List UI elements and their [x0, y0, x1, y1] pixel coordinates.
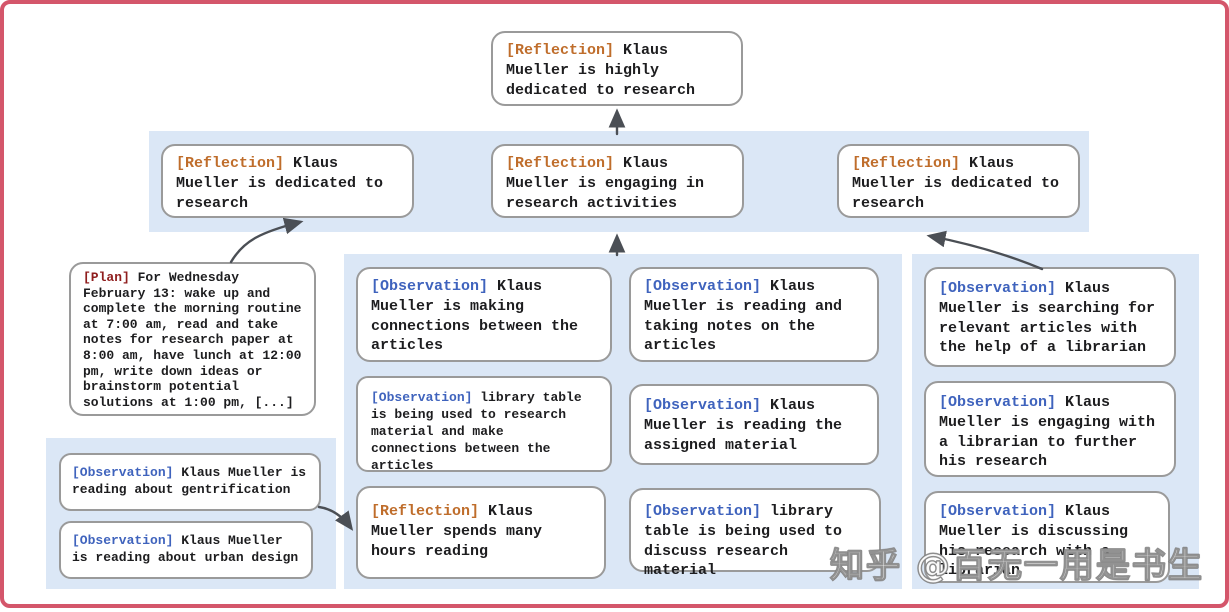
- observation-tag: [Observation]: [371, 390, 473, 405]
- node-obs-gentrification: [Observation] Klaus Mueller is reading a…: [59, 453, 321, 511]
- node-plan: [Plan] For Wednesday February 13: wake u…: [69, 262, 316, 416]
- observation-tag: [Observation]: [939, 280, 1057, 297]
- node-text: library table is being used to discuss r…: [644, 503, 843, 580]
- node-reflection-middle: [Reflection] Klaus Mueller is engaging i…: [491, 144, 744, 218]
- plan-tag: [Plan]: [83, 270, 130, 285]
- node-obs-taking-notes: [Observation] Klaus Mueller is reading a…: [629, 267, 879, 362]
- observation-tag: [Observation]: [644, 278, 762, 295]
- node-text: Klaus Mueller is making connections betw…: [371, 278, 579, 355]
- node-text: Klaus Mueller is dedicated to research: [176, 155, 384, 212]
- node-text: Klaus Mueller is highly dedicated to res…: [506, 42, 696, 99]
- node-reflection-right: [Reflection] Klaus Mueller is dedicated …: [837, 144, 1080, 218]
- observation-tag: [Observation]: [72, 533, 174, 548]
- node-text: For Wednesday February 13: wake up and c…: [83, 270, 302, 410]
- node-obs-library-research: [Observation] library table is being use…: [356, 376, 612, 473]
- node-text: Klaus Mueller is reading about gentrific…: [72, 465, 307, 497]
- node-text: Klaus Mueller is engaging with a librari…: [939, 394, 1156, 471]
- node-reflection-left: [Reflection] Klaus Mueller is dedicated …: [161, 144, 414, 218]
- observation-tag: [Observation]: [371, 278, 489, 295]
- observation-tag: [Observation]: [939, 394, 1057, 411]
- node-text: Klaus Mueller is reading about urban des…: [72, 533, 299, 565]
- node-text: Klaus Mueller spends many hours reading: [371, 503, 543, 560]
- observation-tag: [Observation]: [72, 465, 174, 480]
- node-obs-urban-design: [Observation] Klaus Mueller is reading a…: [59, 521, 313, 579]
- reflection-tag: [Reflection]: [506, 155, 615, 172]
- node-obs-engaging-librarian: [Observation] Klaus Mueller is engaging …: [924, 381, 1176, 477]
- node-obs-discussing-librarian: [Observation] Klaus Mueller is discussin…: [924, 491, 1170, 583]
- node-obs-assigned-material: [Observation] Klaus Mueller is reading t…: [629, 384, 879, 465]
- node-root-reflection: [Reflection] Klaus Mueller is highly ded…: [491, 31, 743, 106]
- node-text: Klaus Mueller is searching for relevant …: [939, 280, 1156, 357]
- node-obs-library-discuss: [Observation] library table is being use…: [629, 488, 881, 579]
- node-text: Klaus Mueller is dedicated to research: [852, 155, 1060, 212]
- reflection-tag: [Reflection]: [176, 155, 285, 172]
- zhihu-watermark: 知乎 @百无一用是书生: [829, 545, 1204, 586]
- node-text: Klaus Mueller is reading the assigned ma…: [644, 397, 843, 454]
- reflection-tag: [Reflection]: [506, 42, 615, 59]
- node-obs-connections: [Observation] Klaus Mueller is making co…: [356, 267, 612, 362]
- node-reflection-hours-reading: [Reflection] Klaus Mueller spends many h…: [356, 486, 606, 579]
- node-text: Klaus Mueller is reading and taking note…: [644, 278, 843, 355]
- node-text: Klaus Mueller is discussing his research…: [939, 503, 1129, 580]
- observation-tag: [Observation]: [939, 503, 1057, 520]
- node-text: library table is being used to research …: [371, 390, 582, 473]
- reflection-tag: [Reflection]: [371, 503, 480, 520]
- node-obs-searching-articles: [Observation] Klaus Mueller is searching…: [924, 267, 1176, 367]
- reflection-tag: [Reflection]: [852, 155, 961, 172]
- observation-tag: [Observation]: [644, 397, 762, 414]
- observation-tag: [Observation]: [644, 503, 762, 520]
- node-text: Klaus Mueller is engaging in research ac…: [506, 155, 705, 212]
